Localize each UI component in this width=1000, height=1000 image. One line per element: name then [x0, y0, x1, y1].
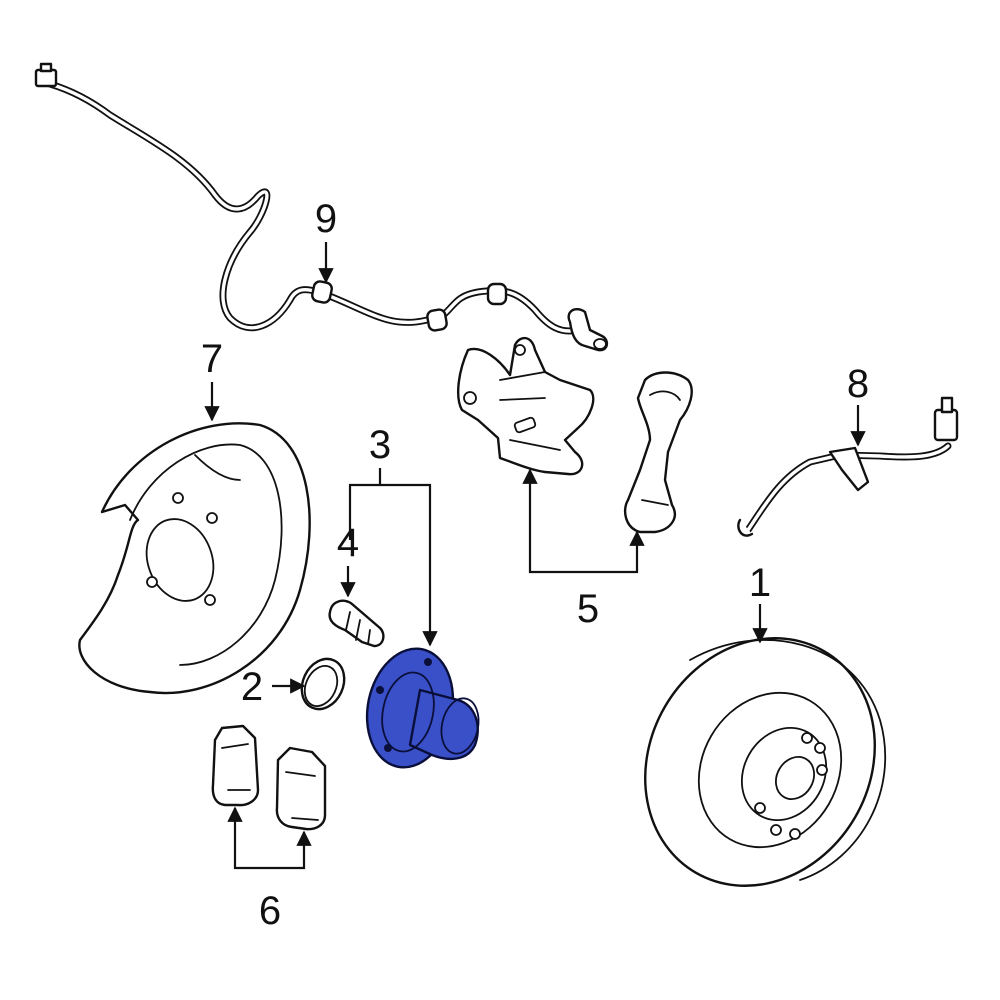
callout-4-label: 4 [337, 521, 359, 565]
callout-5-leader-right [580, 530, 645, 574]
abs-sensor-wire[interactable] [34, 62, 609, 352]
brake-hose[interactable] [737, 396, 959, 537]
brake-rotor[interactable] [601, 596, 920, 928]
callout-5-label: 5 [577, 587, 599, 631]
callout-8-label: 8 [847, 362, 869, 406]
wheel-stud[interactable] [328, 599, 385, 648]
callout-2-label: 2 [241, 665, 263, 709]
callout-9-label: 9 [315, 197, 337, 241]
brake-pad-left[interactable] [211, 724, 260, 807]
callout-1-label: 1 [749, 561, 771, 605]
callout-6-leader-left [227, 806, 265, 870]
callout-3-label: 3 [369, 423, 391, 467]
callout-6-leader-right [265, 830, 312, 870]
callout-7-label: 7 [201, 337, 223, 381]
backing-plate[interactable] [78, 422, 311, 695]
wheel-hub[interactable] [356, 641, 483, 776]
caliper-bracket[interactable] [624, 371, 693, 534]
callout-5-leader-left [522, 468, 580, 574]
caliper[interactable] [457, 336, 595, 476]
dust-cap[interactable] [294, 652, 352, 716]
callout-3-bracket [348, 483, 438, 647]
brake-pad-right[interactable] [275, 746, 327, 831]
callout-6-label: 6 [259, 889, 281, 933]
